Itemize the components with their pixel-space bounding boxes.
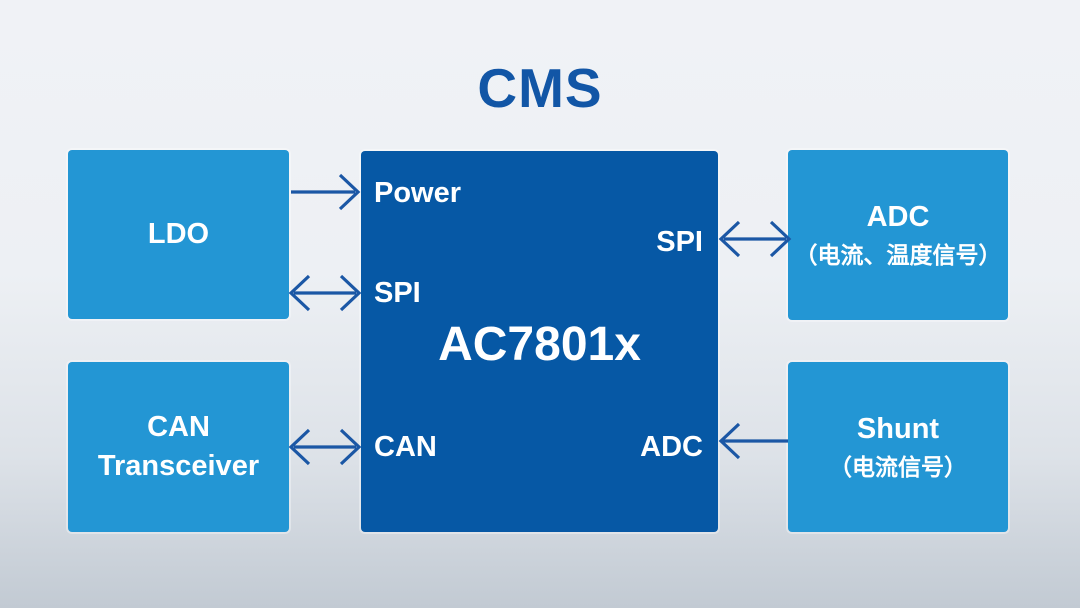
arrow-spi-adc-bidirectional [718,220,792,258]
block-ac7801x: Power SPI SPI AC7801x CAN ADC [361,151,718,532]
block-adc: ADC （电流、温度信号） [788,150,1008,320]
port-power-label: Power [374,177,462,209]
block-ldo-label: LDO [147,217,210,250]
port-adc-label: ADC [640,431,703,463]
port-spi-right-label: SPI [656,226,703,258]
block-shunt-subtitle: （电流信号） [829,453,967,480]
port-can-label: CAN [374,431,437,463]
block-can-transceiver: CAN Transceiver [68,362,289,532]
block-shunt: Shunt （电流信号） [788,362,1008,532]
arrow-can-transceiver-bidirectional [288,428,362,466]
block-ldo: LDO [68,150,289,319]
arrow-ldo-spi-bidirectional [288,274,362,312]
arrow-shunt-to-adc [718,422,788,460]
diagram-title: CMS [477,57,603,119]
block-can-transceiver-label: CAN Transceiver [97,410,260,482]
port-spi-left-label: SPI [374,277,421,309]
chip-name-label: AC7801x [438,318,641,371]
arrow-ldo-to-power [291,173,361,211]
block-shunt-title: Shunt [856,413,940,446]
block-adc-subtitle: （电流、温度信号） [794,241,1002,268]
block-adc-title: ADC [866,201,930,234]
